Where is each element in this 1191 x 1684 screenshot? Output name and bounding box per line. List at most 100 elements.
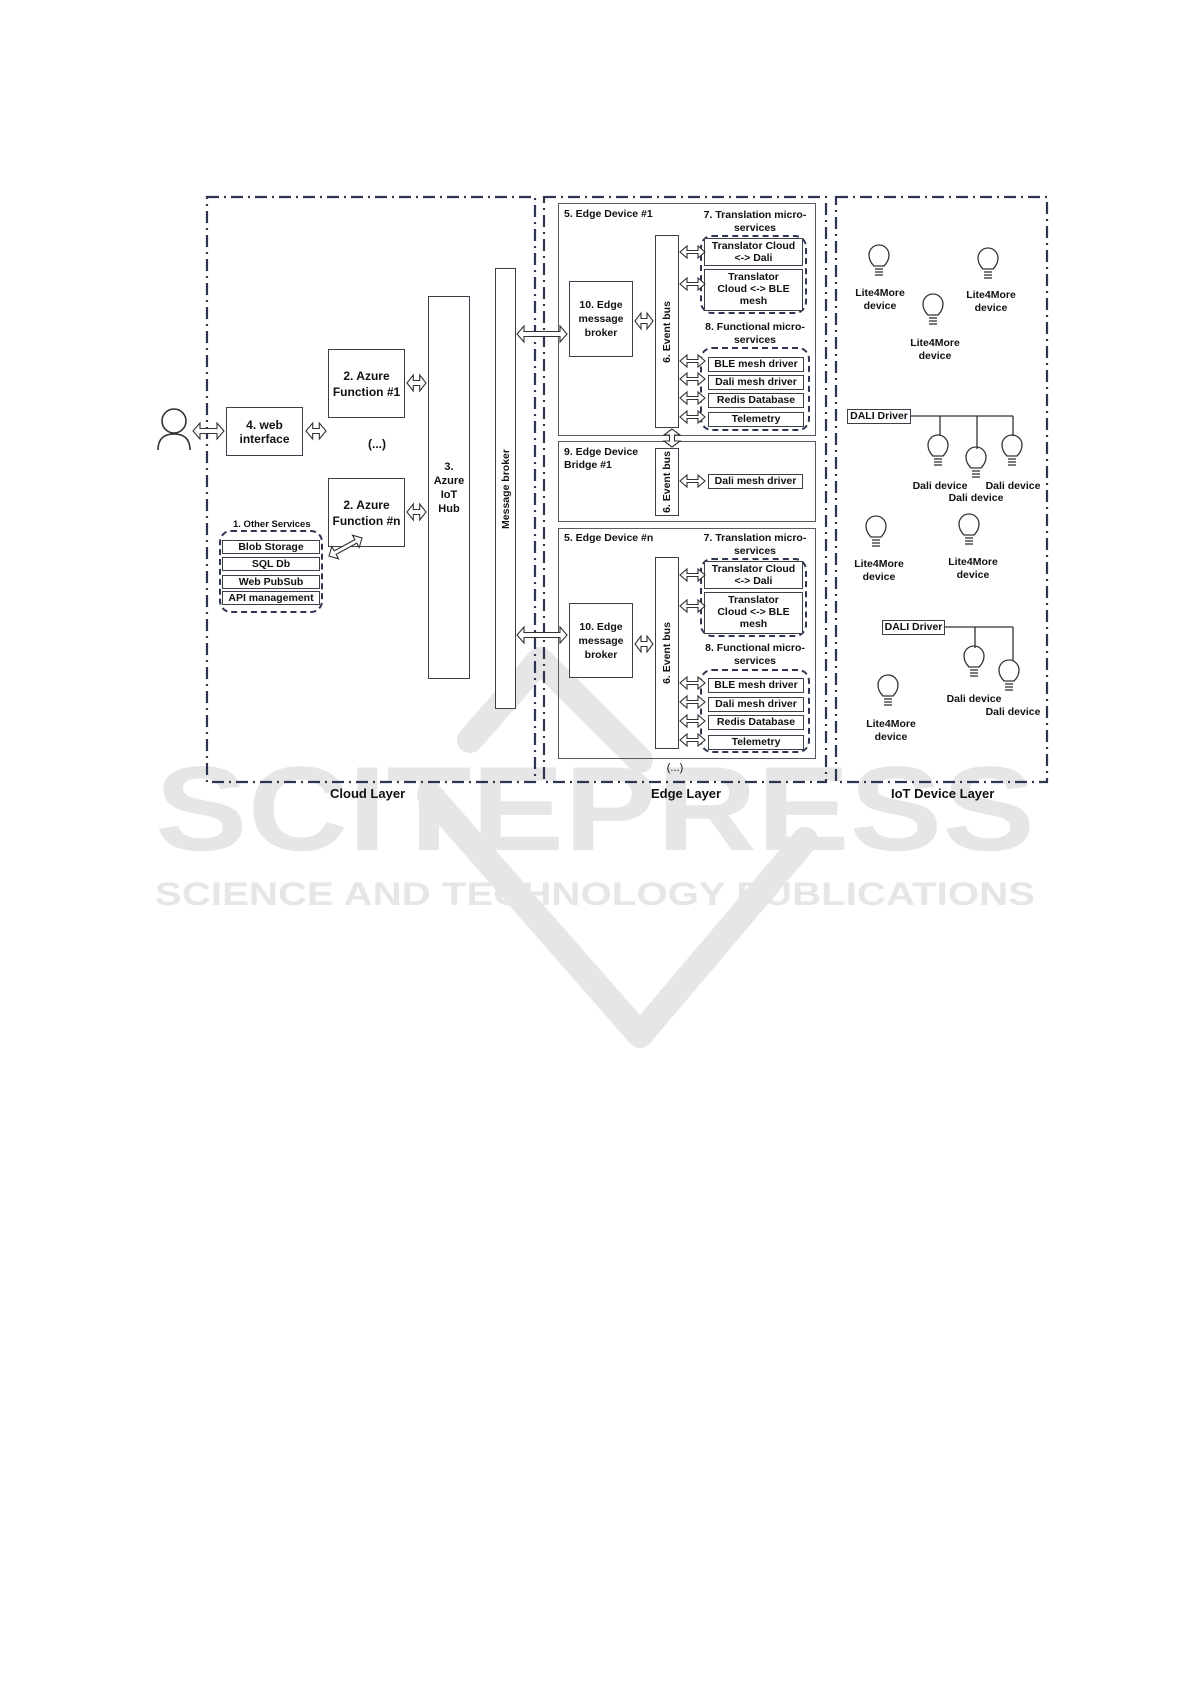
edge-device-1-frame xyxy=(558,203,816,436)
edge-device-n-redis: Redis Database xyxy=(708,715,804,730)
edge-device-1-telemetry: Telemetry xyxy=(708,412,804,427)
lightbulb-icon xyxy=(965,446,987,478)
lightbulb-icon xyxy=(963,645,985,677)
lightbulb-icon xyxy=(1001,434,1023,466)
edge-device-1-functional-group xyxy=(700,347,810,431)
lightbulb-icon xyxy=(877,674,899,706)
edge-device-1-translator-ble: Translator Cloud <-> BLE mesh xyxy=(704,269,803,311)
double-arrow-icon xyxy=(679,675,706,691)
edge-device-1-translation-title: 7. Translation micro-services xyxy=(703,209,807,234)
dali-device-label-5: Dali device xyxy=(985,706,1041,718)
edge-device-1-broker-box: 10. Edge message broker xyxy=(569,281,633,357)
lightbulb-icon xyxy=(977,247,999,279)
edge-device-1-broker-label: 10. Edge message broker xyxy=(578,299,624,339)
dali-driver-1: DALI Driver xyxy=(847,409,911,424)
azure-iot-hub-box: 3. Azure IoT Hub xyxy=(428,296,470,679)
edge-device-n-broker-label: 10. Edge message broker xyxy=(578,620,624,661)
lite-device-label-2: Lite4More device xyxy=(966,289,1016,314)
lite-device-label-1: Lite4More device xyxy=(855,287,905,312)
double-arrow-icon xyxy=(406,502,427,522)
lightbulb-icon xyxy=(865,515,887,547)
edge-device-n-translation-title: 7. Translation micro-services xyxy=(703,532,807,557)
other-services-title: 1. Other Services xyxy=(233,519,311,530)
message-broker-bar: Message broker xyxy=(495,268,516,709)
edge-device-1-translation-group xyxy=(700,235,807,314)
double-arrow-icon xyxy=(679,353,706,369)
edge-device-n-translator-ble: Translator Cloud <-> BLE mesh xyxy=(704,592,803,634)
service-api-management: API management xyxy=(222,591,320,605)
dali-device-label-4: Dali device xyxy=(946,693,1002,705)
web-interface-label: 4. web interface xyxy=(239,417,290,446)
lite-device-label-6: Lite4More device xyxy=(866,718,916,743)
service-web-pubsub: Web PubSub xyxy=(222,575,320,589)
edge-device-n-translator-dali: Translator Cloud <-> Dali xyxy=(704,561,803,589)
double-arrow-icon xyxy=(679,276,706,292)
lightbulb-icon xyxy=(922,293,944,325)
edge-device-1-event-bus: 6. Event bus xyxy=(655,235,679,428)
lightbulb-icon xyxy=(958,513,980,545)
double-arrow-icon xyxy=(679,732,706,748)
azure-function-1-box: 2. Azure Function #1 xyxy=(328,349,405,418)
edge-ellipsis: (...) xyxy=(666,762,684,774)
lite-device-label-5: Lite4More device xyxy=(948,556,998,581)
double-arrow-icon xyxy=(679,598,706,614)
azure-function-n-label: 2. Azure Function #n xyxy=(332,497,401,528)
web-interface-box: 4. web interface xyxy=(226,407,303,456)
service-blob-storage: Blob Storage xyxy=(222,540,320,554)
double-arrow-icon xyxy=(679,244,706,260)
double-arrow-icon xyxy=(679,567,706,583)
edge-device-n-event-bus: 6. Event bus xyxy=(655,557,679,749)
edge-device-1-title: 5. Edge Device #1 xyxy=(564,208,653,220)
lite-device-label-4: Lite4More device xyxy=(854,558,904,583)
double-arrow-icon xyxy=(634,634,654,654)
edge-layer-label: Edge Layer xyxy=(651,786,722,801)
edge-device-n-title: 5. Edge Device #n xyxy=(564,532,654,544)
dali-device-label-3: Dali device xyxy=(985,480,1041,492)
double-arrow-icon xyxy=(328,534,363,560)
double-arrow-icon xyxy=(516,625,568,645)
edge-bridge-title: 9. Edge Device Bridge #1 xyxy=(564,446,639,471)
edge-device-1-dali-driver: Dali mesh driver xyxy=(708,375,804,390)
edge-device-1-functional-title: 8. Functional micro-services xyxy=(705,321,805,346)
cloud-layer-label: Cloud Layer xyxy=(330,786,406,801)
service-sql-db: SQL Db xyxy=(222,557,320,571)
edge-device-n-functional-group xyxy=(700,669,810,753)
double-arrow-icon xyxy=(679,713,706,729)
edge-device-n-ble-driver: BLE mesh driver xyxy=(708,678,804,693)
double-arrow-icon xyxy=(679,371,706,387)
iot-layer-frame xyxy=(834,195,1049,784)
iot-layer-label: IoT Device Layer xyxy=(891,786,995,801)
edge-bridge-frame xyxy=(558,441,816,522)
other-services-group xyxy=(219,530,323,613)
edge-bridge-dali-driver: Dali mesh driver xyxy=(708,474,803,489)
azure-iot-hub-label: 3. Azure IoT Hub xyxy=(433,460,465,515)
double-arrow-icon xyxy=(516,324,568,344)
cloud-ellipsis: (...) xyxy=(368,437,386,451)
lite-device-label-3: Lite4More device xyxy=(910,337,960,362)
dali-device-label-2: Dali device xyxy=(948,492,1004,504)
double-arrow-icon xyxy=(662,428,682,448)
double-arrow-icon xyxy=(406,373,427,393)
dali-device-label-1: Dali device xyxy=(912,480,968,492)
double-arrow-icon xyxy=(679,694,706,710)
azure-function-n-box: 2. Azure Function #n xyxy=(328,478,405,547)
edge-device-n-frame xyxy=(558,528,816,759)
double-arrow-icon xyxy=(679,409,706,425)
double-arrow-icon xyxy=(192,421,225,441)
dali-driver-2: DALI Driver xyxy=(882,620,945,635)
edge-device-n-functional-title: 8. Functional micro-services xyxy=(705,642,805,667)
edge-device-n-broker-box: 10. Edge message broker xyxy=(569,603,633,678)
lightbulb-icon xyxy=(927,434,949,466)
azure-function-1-label: 2. Azure Function #1 xyxy=(332,368,401,399)
double-arrow-icon xyxy=(679,390,706,406)
lightbulb-icon xyxy=(868,244,890,276)
edge-layer-frame xyxy=(542,195,828,784)
edge-device-1-ble-driver: BLE mesh driver xyxy=(708,357,804,372)
edge-device-n-translation-group xyxy=(700,558,807,637)
lightbulb-icon xyxy=(998,659,1020,691)
edge-device-1-redis: Redis Database xyxy=(708,393,804,408)
